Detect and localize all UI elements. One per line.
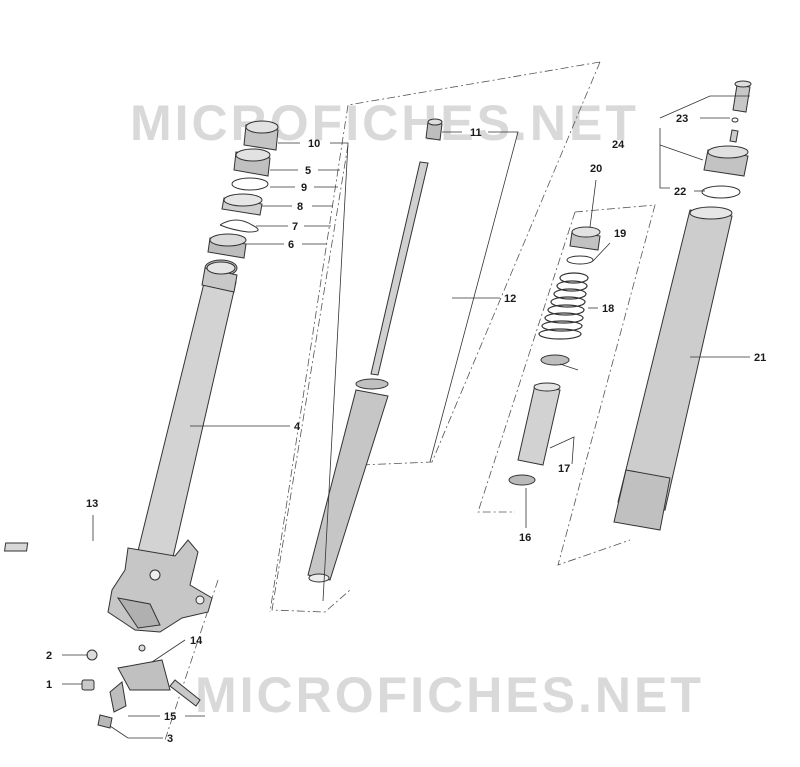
callout-19: 19 [614,228,626,240]
callout-14: 14 [190,635,203,647]
watermark-bottom: MICROFICHES.NET [195,667,704,723]
callout-9: 9 [301,182,307,194]
fork-outer-tube [134,259,238,571]
callout-7: 7 [292,221,298,233]
callout-23: 23 [676,113,688,125]
fork-inner-tube [613,80,752,531]
callout-11: 11 [470,127,482,139]
callout-21: 21 [754,352,766,364]
leader-lines [62,95,750,739]
label-sticker [3,542,29,552]
callout-3: 3 [167,733,173,745]
callout-10: 10 [308,138,320,150]
callout-8: 8 [297,201,303,213]
callout-12: 12 [504,293,516,305]
callout-2: 2 [46,650,52,662]
callout-22: 22 [674,186,686,198]
damper-cartridge [307,118,443,583]
callout-17: 17 [558,463,570,475]
callouts: 10 5 9 8 7 6 4 11 12 13 2 1 14 15 3 20 1… [46,113,766,745]
spring-assembly [508,226,601,486]
callout-20: 20 [590,163,602,175]
callout-1: 1 [46,679,52,691]
callout-6: 6 [288,239,294,251]
top-stack [207,120,279,259]
callout-16: 16 [519,532,531,544]
fork-foot [107,539,213,633]
callout-5: 5 [305,165,311,177]
callout-13: 13 [86,498,98,510]
callout-18: 18 [602,303,614,315]
axle-hardware [81,644,201,729]
watermark-top: MICROFICHES.NET [130,95,639,151]
callout-15: 15 [164,711,176,723]
callout-4: 4 [294,421,301,433]
assembly-outlines [164,61,656,741]
callout-24: 24 [612,139,625,151]
